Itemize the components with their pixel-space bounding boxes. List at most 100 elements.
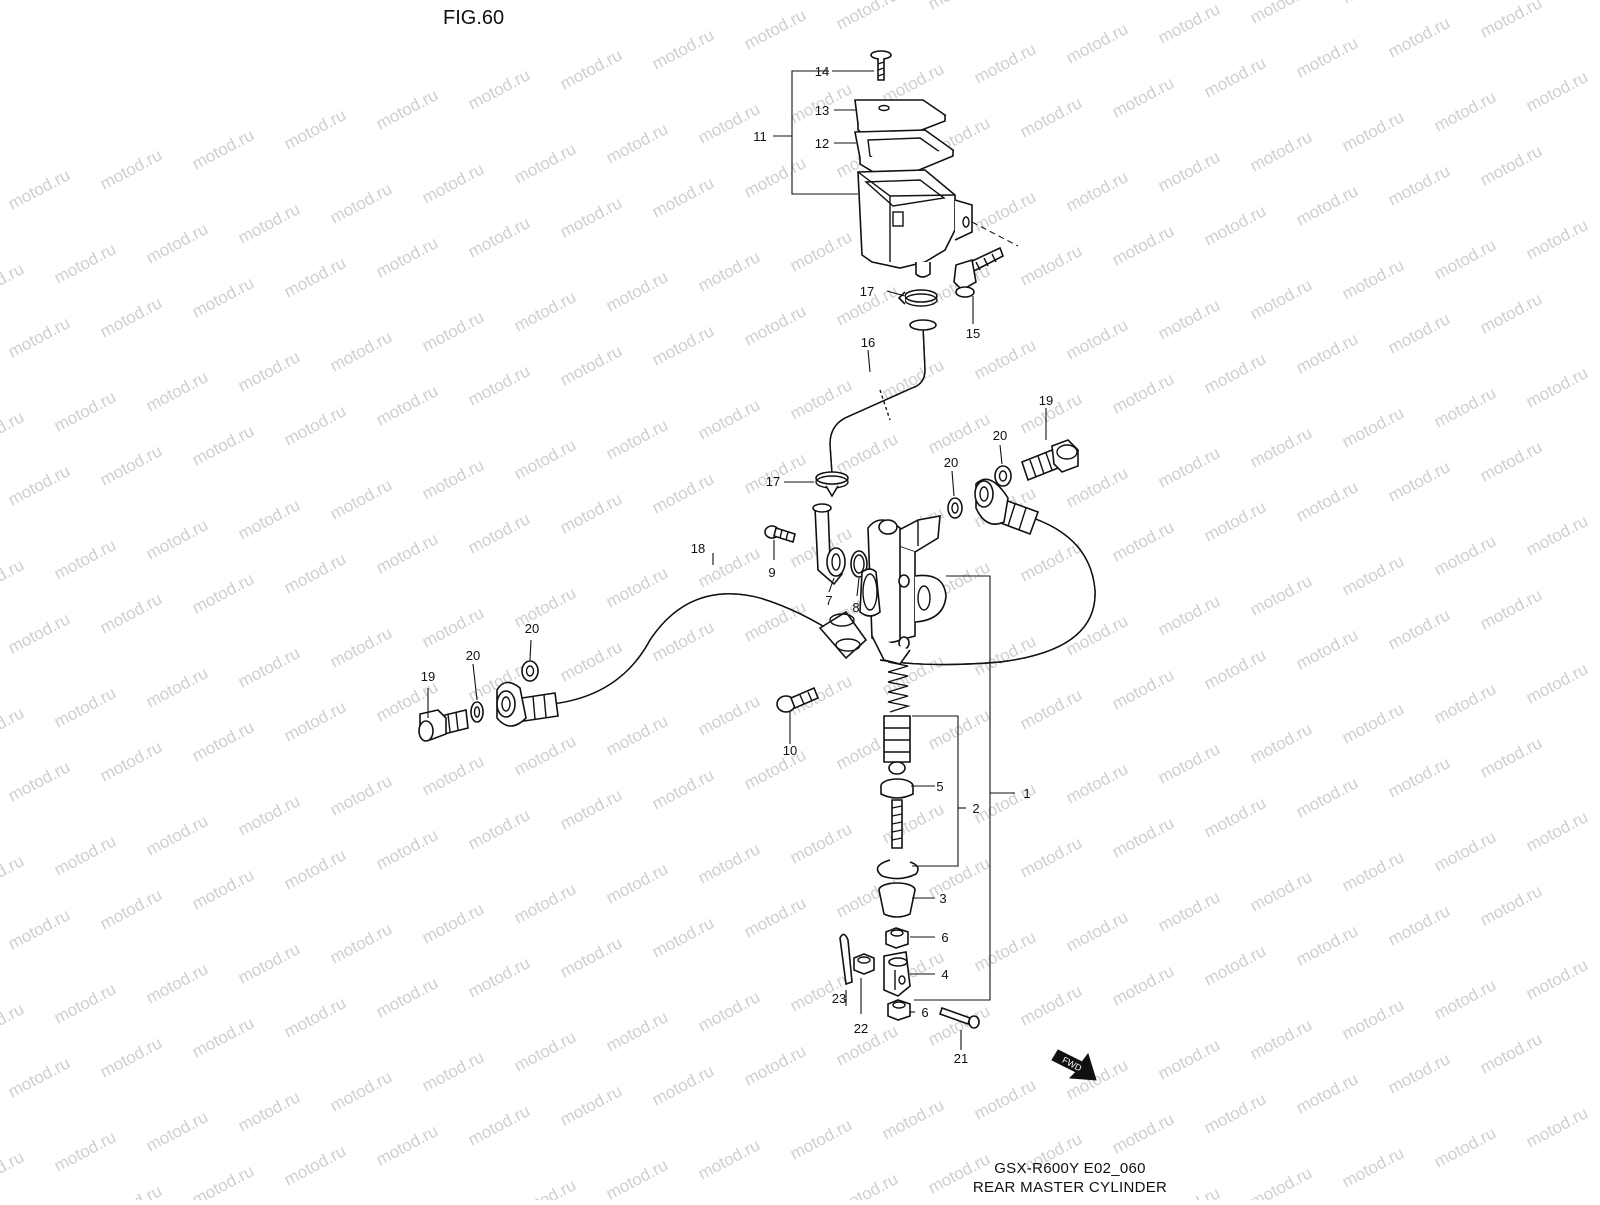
watermark-text: motod.ru <box>1339 551 1407 599</box>
watermark-text: motod.ru <box>419 455 487 503</box>
model-code: GSX-R600Y E02_060 <box>994 1160 1146 1177</box>
watermark-text: motod.ru <box>0 703 27 751</box>
callout-3: 3 <box>939 891 946 906</box>
watermark-text: motod.ru <box>1339 995 1407 1043</box>
watermark-text: motod.ru <box>1339 107 1407 155</box>
screw-9 <box>764 525 796 544</box>
watermark-text: motod.ru <box>143 663 211 711</box>
watermark-text: motod.ru <box>1523 807 1591 855</box>
watermark-text: motod.ru <box>97 737 165 785</box>
watermark-text: motod.ru <box>1155 1035 1223 1083</box>
watermark-text: motod.ru <box>5 905 73 953</box>
watermark-text: motod.ru <box>1339 0 1407 8</box>
watermark-text: motod.ru <box>1201 941 1269 989</box>
watermark-text: motod.ru <box>1201 349 1269 397</box>
watermark-text: motod.ru <box>235 643 303 691</box>
watermark-text: motod.ru <box>51 535 119 583</box>
watermark-text: motod.ru <box>0 999 27 1047</box>
watermark-text: motod.ru <box>1523 363 1591 411</box>
watermark-text: motod.ru <box>787 819 855 867</box>
watermark-text: motod.ru <box>419 1047 487 1095</box>
watermark-text: motod.ru <box>465 213 533 261</box>
watermark-text: motod.ru <box>1247 1163 1315 1200</box>
watermark-text: motod.ru <box>971 39 1039 87</box>
watermark-text: motod.ru <box>189 273 257 321</box>
banjo-bolt-19-left <box>418 709 469 742</box>
watermark-text: motod.ru <box>1477 1029 1545 1077</box>
watermark-text: motod.ru <box>925 853 993 901</box>
pin-21 <box>938 1006 980 1029</box>
watermark-text: motod.ru <box>1201 1089 1269 1137</box>
watermark-text: motod.ru <box>1247 719 1315 767</box>
watermark-text: motod.ru <box>1247 1015 1315 1063</box>
watermark-text: motod.ru <box>1431 383 1499 431</box>
watermark-text: motod.ru <box>1431 235 1499 283</box>
watermark-text: motod.ru <box>1063 315 1131 363</box>
watermark-text: motod.ru <box>189 1161 257 1200</box>
watermark-text: motod.ru <box>5 1053 73 1101</box>
watermark-text: motod.ru <box>1293 181 1361 229</box>
watermark-text: motod.ru <box>1063 907 1131 955</box>
watermark-text: motod.ru <box>419 159 487 207</box>
watermark-text: motod.ru <box>281 549 349 597</box>
watermark-text: motod.ru <box>1293 329 1361 377</box>
watermark-text: motod.ru <box>1385 901 1453 949</box>
watermark-text: motod.ru <box>695 987 763 1035</box>
callout-6-upper: 6 <box>941 930 948 945</box>
watermark-text: motod.ru <box>189 865 257 913</box>
watermark-text: motod.ru <box>971 1075 1039 1123</box>
watermark-text: motod.ru <box>51 979 119 1027</box>
watermark-text: motod.ru <box>1017 93 1085 141</box>
gasket-20-right-b <box>994 465 1012 487</box>
watermark-text: motod.ru <box>373 381 441 429</box>
diagram-caption: REAR MASTER CYLINDER <box>973 1179 1167 1196</box>
watermark-text: motod.ru <box>1063 167 1131 215</box>
watermark-text: motod.ru <box>0 407 27 455</box>
watermark-text: motod.ru <box>419 751 487 799</box>
brake-hose-right <box>879 498 1096 666</box>
watermark-text: motod.ru <box>419 603 487 651</box>
watermark-text: motod.ru <box>1339 255 1407 303</box>
watermark-text: motod.ru <box>511 583 579 631</box>
screw-10 <box>776 686 820 713</box>
watermark-text: motod.ru <box>1017 685 1085 733</box>
gasket-20-right-a <box>947 497 963 519</box>
callout-17-upper: 17 <box>860 284 874 299</box>
watermark-text: motod.ru <box>419 899 487 947</box>
watermark-text: motod.ru <box>189 569 257 617</box>
callout-12: 12 <box>815 136 829 151</box>
watermark-text: motod.ru <box>695 691 763 739</box>
watermark-text: motod.ru <box>649 173 717 221</box>
figure-title: FIG.60 <box>443 7 504 29</box>
watermark-text: motod.ru <box>1477 437 1545 485</box>
watermark-text: motod.ru <box>511 435 579 483</box>
watermark-text: motod.ru <box>649 617 717 665</box>
watermark-text: motod.ru <box>419 307 487 355</box>
watermark-text: motod.ru <box>1523 67 1591 115</box>
watermark-text: motod.ru <box>1523 1103 1591 1151</box>
watermark-text: motod.ru <box>281 401 349 449</box>
gasket-20-left-b <box>521 660 539 682</box>
watermark-text: motod.ru <box>1155 295 1223 343</box>
watermark-text: motod.ru <box>1523 215 1591 263</box>
watermark-text: motod.ru <box>97 885 165 933</box>
watermark-text: motod.ru <box>695 839 763 887</box>
watermark-text: motod.ru <box>465 953 533 1001</box>
watermark-text: motod.ru <box>971 631 1039 679</box>
watermark-text: motod.ru <box>465 361 533 409</box>
watermark-text: motod.ru <box>649 1061 717 1109</box>
reservoir-body <box>857 169 973 278</box>
watermark-text: motod.ru <box>1431 827 1499 875</box>
nut-6-upper <box>885 927 909 949</box>
hose-end-fitting-left <box>818 610 868 660</box>
watermark-text: motod.ru <box>281 845 349 893</box>
watermark-text: motod.ru <box>1247 867 1315 915</box>
fwd-arrow-icon: FWD <box>1051 1049 1097 1081</box>
watermark-text: motod.ru <box>695 1135 763 1183</box>
watermark-text: motod.ru <box>235 791 303 839</box>
watermark-text: motod.ru <box>603 1007 671 1055</box>
watermark-text: motod.ru <box>511 731 579 779</box>
callout-22: 22 <box>854 1021 868 1036</box>
